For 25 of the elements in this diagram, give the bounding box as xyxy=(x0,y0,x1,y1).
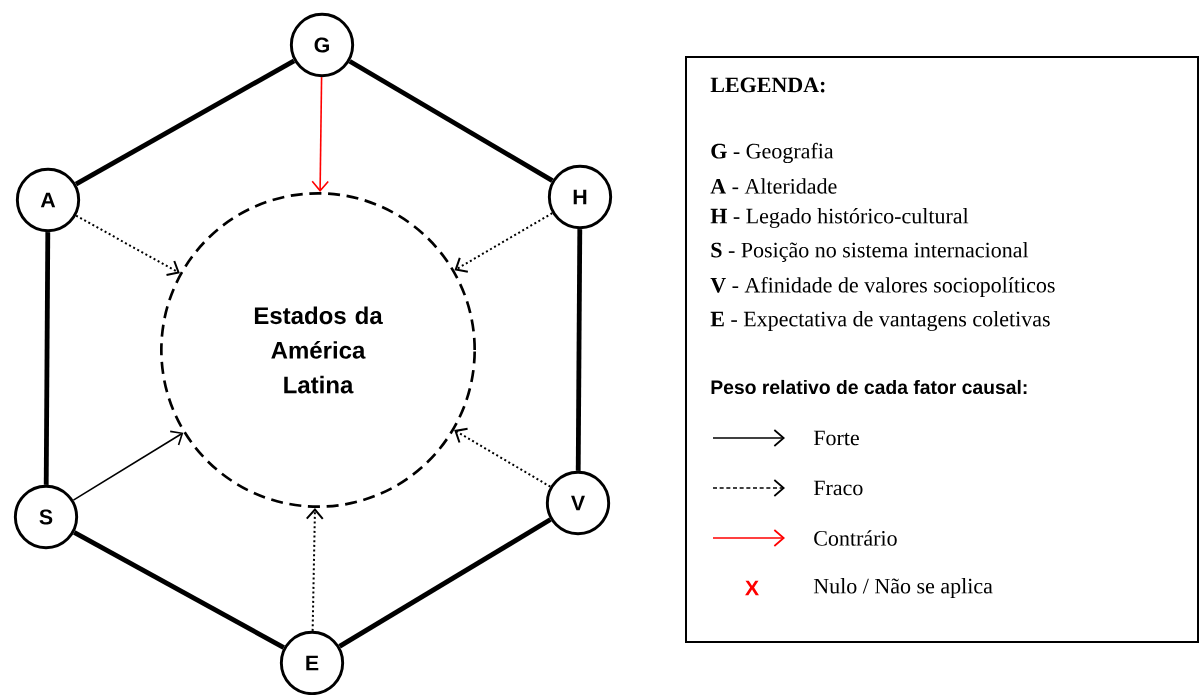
legend-entry: E - Expectativa de vantagens coletivas xyxy=(710,311,1050,331)
legend-entry: V - Afinidade de valores sociopolíticos xyxy=(710,276,1055,298)
legend-label: Fraco xyxy=(813,480,863,496)
arrow xyxy=(72,430,184,501)
legend-entry: A - Alteridade xyxy=(710,178,837,194)
legend-label: Nulo / Não se aplica xyxy=(813,578,993,598)
arrow xyxy=(75,214,180,276)
legend-title: LEGENDA: xyxy=(710,77,825,93)
connector-line xyxy=(43,232,51,485)
connector-line xyxy=(348,59,554,183)
connector-line xyxy=(575,229,583,471)
arrow xyxy=(454,212,554,273)
connector-line xyxy=(74,58,296,187)
arrow xyxy=(311,76,329,192)
legend-entry: G - Geografia xyxy=(711,142,834,164)
legend-subtitle: Peso relativo de cada fator causal: xyxy=(711,379,1027,395)
legend-entry: H - Legado histórico-cultural xyxy=(710,208,969,228)
legend-entry: S - Posição no sistema internacional xyxy=(711,242,1029,262)
arrow xyxy=(305,507,324,632)
connector-line xyxy=(338,517,552,649)
null-mark: X xyxy=(745,580,759,596)
connector-line xyxy=(73,530,285,650)
arrow xyxy=(454,427,552,488)
legend-label: Forte xyxy=(813,430,859,446)
legend-label: Contrário xyxy=(814,530,897,546)
